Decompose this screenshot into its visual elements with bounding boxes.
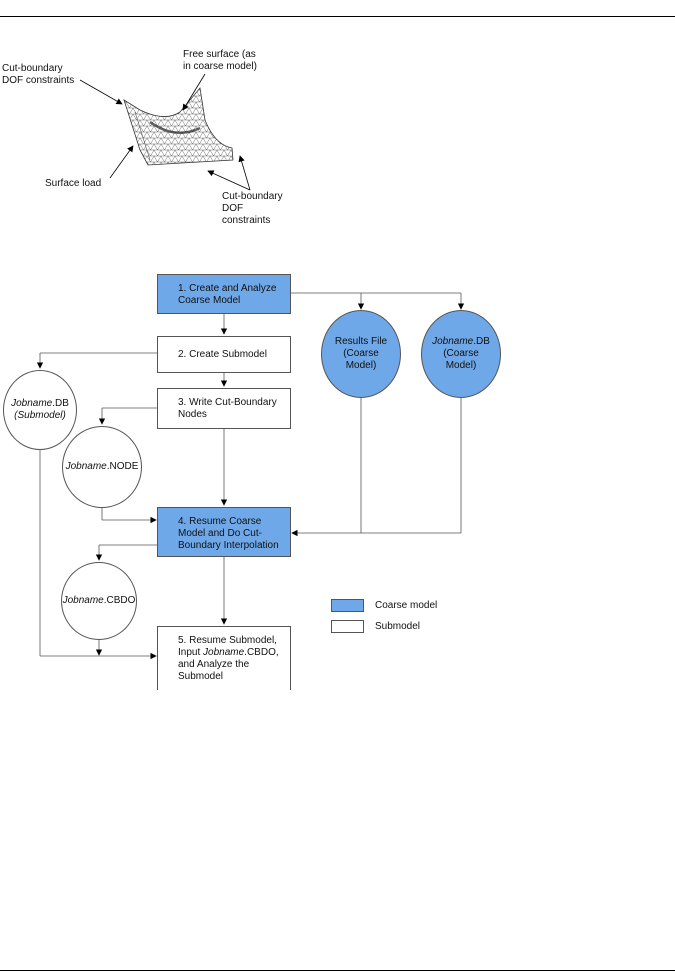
label-cut-boundary-right: Cut-boundary DOF constraints bbox=[222, 191, 283, 226]
step-5-text-b: .CBDO, and Analyze the Submodel bbox=[178, 647, 279, 682]
jobname-db-coarse-circle: Jobname.DB (Coarse Model) bbox=[421, 310, 501, 398]
label-surface-load: Surface load bbox=[45, 178, 102, 189]
step-4-box: 4. Resume Coarse Model and Do Cut- Bound… bbox=[157, 507, 291, 557]
results-file-text: Results File (Coarse Model) bbox=[334, 336, 388, 371]
label-free-surface: Free surface (as in coarse model) bbox=[183, 49, 257, 72]
results-file-circle: Results File (Coarse Model) bbox=[321, 310, 401, 398]
step-5-box: 5. Resume Submodel, Input Jobname.CBDO, … bbox=[157, 626, 291, 690]
jobname-cbdo-circle: Jobname.CBDO bbox=[61, 562, 137, 640]
jobname-node-circle: Jobname.NODE bbox=[62, 426, 142, 508]
step-5-text-italic: Jobname bbox=[203, 647, 245, 658]
legend-coarse-label: Coarse model bbox=[375, 600, 438, 611]
step-3-box: 3. Write Cut-Boundary Nodes bbox=[157, 388, 291, 429]
jobname-cbdo-text: Jobname.CBDO bbox=[62, 595, 136, 606]
step-1-box: 1. Create and Analyze Coarse Model bbox=[157, 274, 291, 314]
jobname-db-coarse-text: Jobname.DB (Coarse Model) bbox=[432, 336, 490, 371]
jobname-db-submodel-circle: Jobname.DB(Submodel) bbox=[3, 370, 77, 450]
legend-submodel-label: Submodel bbox=[375, 621, 421, 632]
legend-coarse-swatch bbox=[331, 599, 364, 612]
step-5-text-a: 5. Resume Submodel, Input bbox=[178, 635, 277, 658]
label-cut-boundary-left: Cut-boundary DOF constraints bbox=[2, 63, 75, 86]
jobname-db-submodel-text: Jobname.DB(Submodel) bbox=[11, 398, 69, 421]
bottom-rule bbox=[0, 970, 675, 971]
legend-submodel-swatch bbox=[331, 620, 364, 633]
step-2-box: 2. Create Submodel bbox=[157, 336, 291, 373]
mesh-surface bbox=[123, 87, 234, 166]
top-rule bbox=[0, 16, 675, 17]
jobname-node-text: Jobname.NODE bbox=[65, 461, 139, 472]
